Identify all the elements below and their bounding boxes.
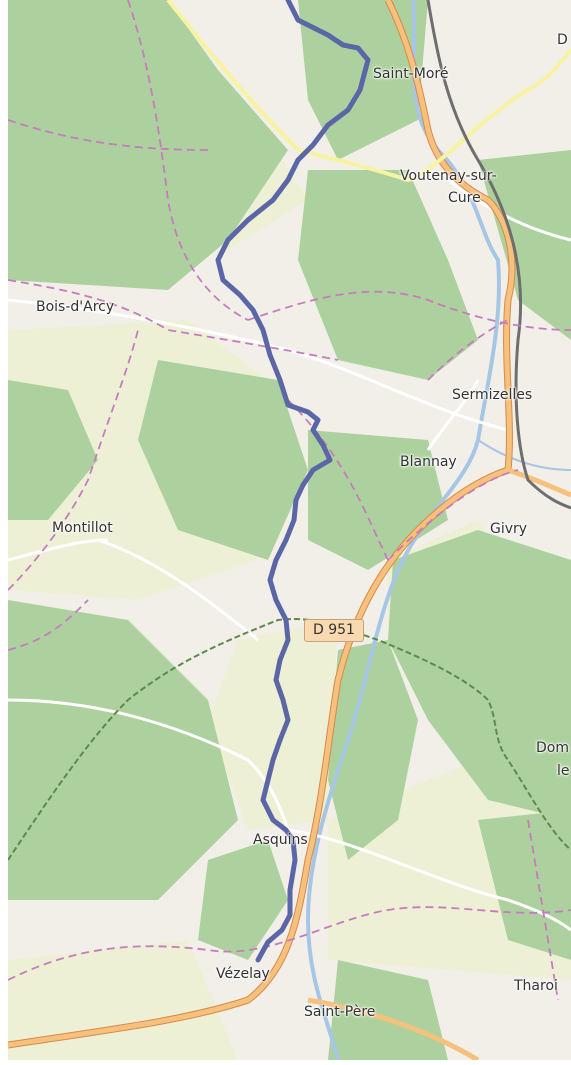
railway bbox=[426, 0, 571, 510]
place-label-dom-partial: Dom bbox=[536, 740, 569, 756]
place-label-voutenay-line2: Cure bbox=[448, 190, 481, 206]
place-label-bois-d-arcy: Bois-d'Arcy bbox=[36, 299, 115, 315]
place-label-voutenay-line1: Voutenay-sur- bbox=[400, 168, 497, 184]
place-label-vezelay: Vézelay bbox=[216, 966, 270, 982]
map-viewport[interactable]: Saint-Moré Voutenay-sur- Cure Bois-d'Arc… bbox=[8, 0, 571, 1060]
place-label-montillot: Montillot bbox=[52, 520, 113, 536]
park-boundary bbox=[8, 618, 571, 861]
secondary-road bbox=[166, 0, 571, 183]
road-shield-d951: D 951 bbox=[304, 619, 364, 642]
hiking-route[interactable] bbox=[215, 0, 371, 963]
major-road-d951 bbox=[8, 0, 571, 1060]
place-label-saint-pere: Saint-Père bbox=[304, 1004, 376, 1020]
place-label-tharoi-partial: Tharoi bbox=[514, 978, 558, 994]
left-white-margin bbox=[0, 0, 8, 1065]
bottom-white-margin bbox=[0, 1060, 571, 1065]
place-label-le-partial: le bbox=[557, 763, 570, 779]
place-label-sermizelles: Sermizelles bbox=[452, 387, 533, 403]
place-label-edge-d: D bbox=[557, 32, 568, 48]
admin-boundaries bbox=[8, 0, 571, 1001]
place-label-blannay: Blannay bbox=[400, 454, 457, 470]
forest-areas bbox=[8, 0, 571, 1060]
place-label-asquins: Asquins bbox=[253, 832, 308, 848]
map-canvas[interactable] bbox=[8, 0, 571, 1060]
place-label-saint-more: Saint-Moré bbox=[373, 66, 449, 82]
place-label-givry: Givry bbox=[490, 521, 528, 537]
